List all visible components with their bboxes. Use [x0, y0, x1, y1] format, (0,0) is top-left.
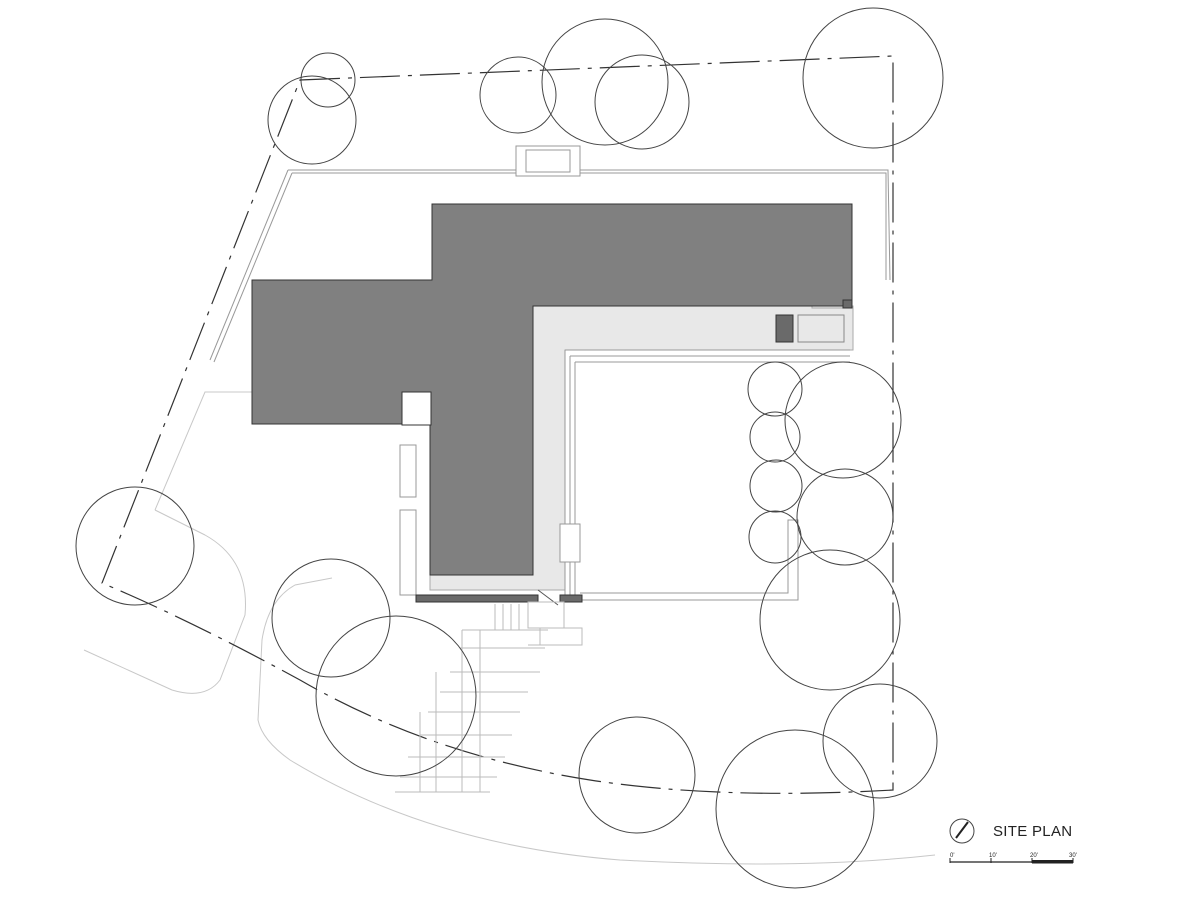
entry-landing	[527, 601, 565, 629]
stair-treads	[494, 604, 520, 630]
tree-14	[822, 683, 938, 799]
plan-title: SITE PLAN	[993, 823, 1072, 840]
north-gate	[515, 145, 581, 177]
trees	[75, 7, 944, 889]
tree-4	[541, 18, 669, 146]
terrace-post	[842, 299, 853, 309]
tree-17	[315, 615, 477, 777]
scale-label-30: 30'	[1069, 853, 1077, 859]
lot-fence	[209, 169, 891, 363]
fence-west	[209, 169, 289, 361]
walk-edge-west	[154, 391, 252, 511]
tree-16	[271, 558, 391, 678]
planter-lower	[399, 509, 417, 596]
scale-bar-block	[1032, 860, 1073, 864]
tree-13	[759, 549, 901, 691]
north-arrow-icon	[949, 818, 975, 844]
fence-north	[288, 169, 891, 281]
south-wall	[415, 594, 583, 603]
tree-1	[300, 52, 356, 108]
boundary-line	[101, 55, 894, 794]
south-wall-short	[559, 594, 583, 603]
terrace-grill	[775, 314, 794, 343]
tree-6	[802, 7, 944, 149]
title-block: SITE PLAN 0' 10' 20' 30'	[949, 818, 1077, 864]
planters	[399, 444, 581, 596]
fence-west-inner	[213, 172, 293, 363]
property-boundary	[101, 55, 894, 794]
south-wall-long	[415, 594, 539, 603]
tree-3	[479, 56, 557, 134]
road-edge-south	[257, 577, 936, 865]
stepping-stones-joints	[419, 630, 481, 792]
planter-upper	[399, 444, 417, 498]
road-edge-west	[83, 509, 246, 694]
tree-9	[749, 411, 801, 463]
tree-12	[748, 510, 802, 564]
tree-5	[594, 54, 690, 150]
tree-15	[75, 486, 195, 606]
north-arrow-pointer	[955, 821, 969, 839]
building-notch	[401, 391, 432, 426]
scale-bar: 0' 10' 20' 30'	[949, 853, 1077, 864]
tree-19	[715, 729, 875, 889]
tree-10	[749, 459, 803, 513]
tree-11	[796, 468, 894, 566]
scale-label-0: 0'	[950, 853, 954, 859]
tree-2	[267, 75, 357, 165]
tree-8	[784, 361, 902, 479]
courtyard-wall-north	[565, 349, 850, 363]
fence-north-inner	[292, 172, 887, 280]
street-edges	[83, 391, 936, 865]
tree-7	[747, 361, 803, 417]
tree-18	[578, 716, 696, 834]
courtyard-wall-south	[575, 519, 799, 601]
scale-label-10: 10'	[989, 853, 997, 859]
building-footprint	[251, 203, 853, 576]
scale-label-20: 20'	[1030, 853, 1038, 859]
terrace-table	[797, 314, 845, 343]
entry-path	[528, 627, 583, 646]
bench	[559, 523, 581, 563]
gate-inner	[525, 149, 571, 173]
